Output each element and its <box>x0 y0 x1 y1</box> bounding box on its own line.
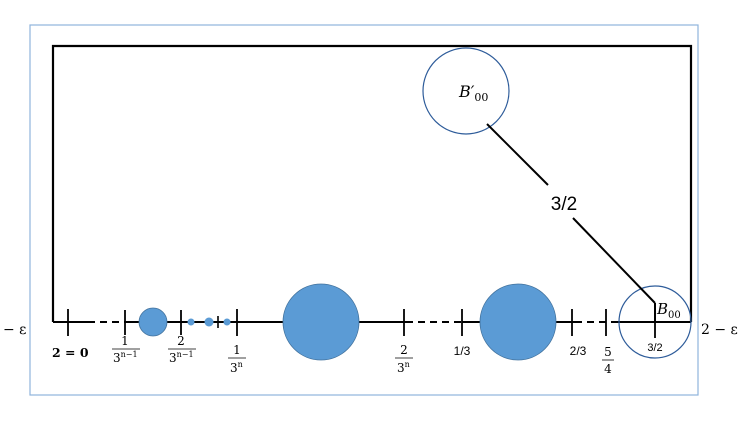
disk-tiny <box>204 317 214 327</box>
label-right-end: 2 − ε <box>701 322 738 338</box>
frac-3-denominator: 3n <box>230 360 243 375</box>
frac-2-denominator: 3n−1 <box>169 350 194 365</box>
label-one-third: 1/3 <box>454 344 471 358</box>
frac-5-numerator: 5 <box>604 345 612 359</box>
frac-2-numerator: 2 <box>177 334 185 348</box>
frac-4-denominator: 3n <box>397 360 410 375</box>
label-zero: 2 = 0 <box>52 345 89 360</box>
segment-upper <box>486 123 549 186</box>
disk-large <box>479 283 557 361</box>
frac-3-numerator: 1 <box>233 343 241 357</box>
disk-small <box>138 307 168 337</box>
label-left-end: − ε <box>3 322 26 338</box>
disk-large <box>282 283 360 361</box>
frac-1-denominator: 3n−1 <box>113 350 138 365</box>
label-segment-length: 3/2 <box>551 194 577 215</box>
frac-4-numerator: 2 <box>400 343 408 357</box>
disk-tiny <box>223 318 231 326</box>
tick-marks <box>67 309 656 338</box>
label-b00: B00 <box>656 300 681 321</box>
label-b-prime-00: B′00 <box>458 82 488 104</box>
figure-frame <box>29 24 699 396</box>
label-two-thirds: 2/3 <box>570 344 587 358</box>
segment-lower <box>572 217 656 304</box>
label-three-halves: 3/2 <box>647 342 662 354</box>
frac-1-numerator: 1 <box>121 334 129 348</box>
loop-path <box>51 44 693 322</box>
ball-b-prime-00 <box>422 47 510 135</box>
frac-5-denominator: 4 <box>604 362 612 376</box>
disk-tiny <box>187 318 195 326</box>
ball-b00 <box>618 285 692 359</box>
